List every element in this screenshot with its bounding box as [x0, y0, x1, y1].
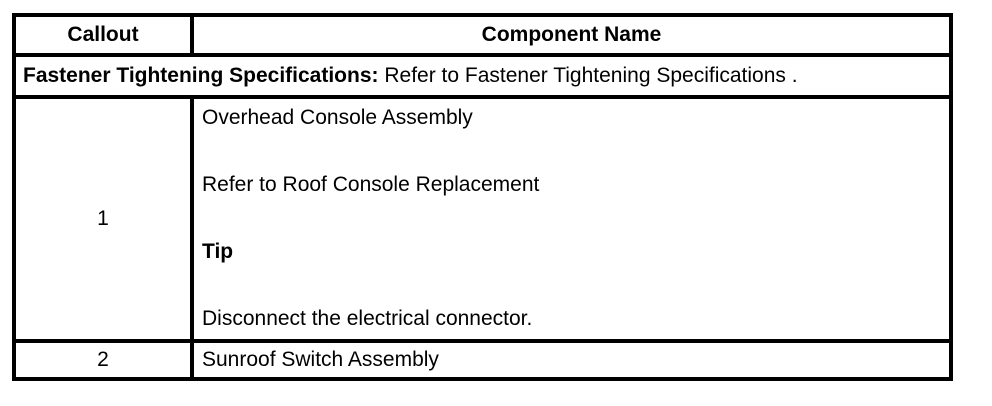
table-header-row: Callout Component Name [12, 13, 953, 57]
callout-number-1: 1 [12, 95, 194, 343]
component-cell-2: Sunroof Switch Assembly [190, 339, 953, 381]
header-component-name: Component Name [190, 13, 953, 57]
component-line-overhead-console: Overhead Console Assembly [202, 106, 473, 129]
page: Callout Component Name Fastener Tighteni… [0, 13, 992, 406]
spec-note-label: Fastener Tightening Specifications: [23, 64, 379, 87]
component-cell-1: Overhead Console Assembly Refer to Roof … [190, 95, 953, 343]
component-line-refer-roof-console: Refer to Roof Console Replacement [202, 173, 540, 196]
component-line-tip: Tip [202, 240, 234, 263]
header-callout: Callout [12, 13, 194, 57]
callout-number-2: 2 [12, 339, 194, 381]
spec-note-row: Fastener Tightening Specifications: Refe… [12, 53, 953, 99]
spec-note-cell: Fastener Tightening Specifications: Refe… [12, 53, 953, 99]
table-row-1: 1 Overhead Console Assembly Refer to Roo… [12, 95, 953, 343]
component-line-disconnect-connector: Disconnect the electrical connector. [202, 307, 533, 330]
table-row-2: 2 Sunroof Switch Assembly [12, 339, 953, 381]
spec-note-text: Refer to Fastener Tightening Specificati… [378, 64, 798, 87]
component-callout-table: Callout Component Name Fastener Tighteni… [12, 13, 953, 381]
